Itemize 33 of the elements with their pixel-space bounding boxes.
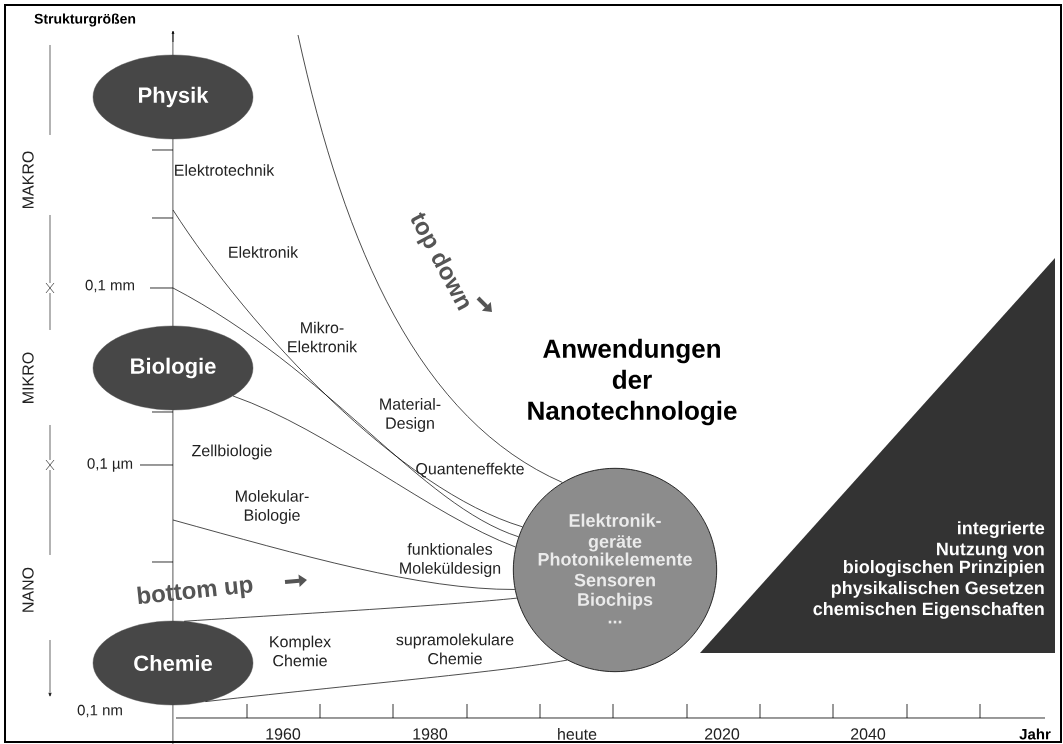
scale-label: MIKRO	[22, 352, 34, 403]
curve	[172, 209, 523, 528]
curve	[183, 597, 518, 622]
axis-title: Strukturgrößen	[34, 13, 136, 27]
scale-label: MAKRO	[22, 151, 34, 208]
direction-label: top down	[411, 212, 469, 311]
field-label: supramolekulare Chemie	[396, 633, 514, 665]
tick-label: 0,1 mm	[85, 279, 134, 293]
tick-label: 2020	[705, 728, 740, 740]
axis-title: Jahr	[1019, 728, 1051, 740]
curve	[205, 659, 568, 702]
tick-label: 0,1 nm	[77, 704, 122, 718]
tick-label: 1980	[413, 728, 448, 740]
field-label: Elektrotechnik	[175, 164, 275, 176]
curve	[172, 287, 519, 538]
direction-label: bottom up	[137, 579, 253, 605]
field-label: Zellbiologie	[192, 444, 272, 460]
ellipse-node: Chemie	[92, 620, 254, 706]
tick-label: heute	[558, 728, 597, 740]
field-label: Komplex Chemie	[270, 635, 331, 667]
field-label: Material- Design	[380, 398, 441, 432]
field-label: Molekular- Biologie	[236, 490, 309, 524]
field-label: Elektronik	[229, 246, 299, 258]
ellipse-node: Biologie	[92, 325, 254, 411]
tick-label: 1960	[266, 728, 301, 740]
field-label: Mikro- Elektronik	[288, 321, 358, 353]
tick-label: 2040	[851, 728, 886, 740]
curve	[297, 34, 563, 483]
curve	[172, 519, 516, 590]
curve	[232, 395, 516, 548]
scale-label: NANO	[22, 567, 34, 612]
ellipse-node: Physik	[92, 54, 254, 140]
field-label: funktionales Moleküldesign	[400, 543, 501, 577]
